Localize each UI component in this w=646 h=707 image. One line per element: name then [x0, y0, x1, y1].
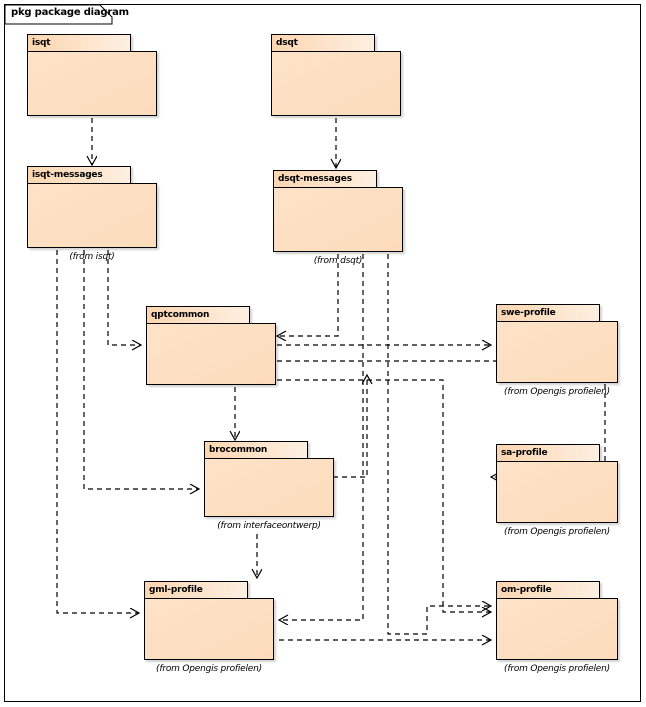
package-tab-gml-profile: gml-profile [144, 581, 248, 599]
diagram-frame [4, 4, 641, 702]
package-node-sa-profile[interactable]: sa-profile [496, 444, 618, 524]
package-body-isqt [27, 51, 157, 116]
package-tab-dsqt: dsqt [271, 34, 375, 52]
package-from-label-brocommon: (from interfaceontwerp) [217, 521, 321, 531]
package-tab-om-profile: om-profile [496, 581, 600, 599]
package-tab-swe-profile: swe-profile [496, 304, 600, 322]
package-name-isqt: isqt [32, 38, 51, 48]
package-from-label-isqt-messages: (from isqt) [69, 252, 115, 262]
package-node-gml-profile[interactable]: gml-profile [144, 581, 274, 661]
package-node-swe-profile[interactable]: swe-profile [496, 304, 618, 384]
package-body-sa-profile [496, 461, 618, 523]
package-node-dsqt[interactable]: dsqt [271, 34, 401, 117]
package-body-om-profile [496, 598, 618, 660]
package-tab-dsqt-messages: dsqt-messages [273, 170, 377, 188]
package-from-label-dsqt-messages: (from dsqt) [313, 256, 363, 266]
package-from-label-gml-profile: (from Opengis profielen) [156, 664, 262, 674]
package-node-qptcommon[interactable]: qptcommon [146, 306, 276, 386]
package-tab-brocommon: brocommon [204, 441, 308, 459]
package-node-brocommon[interactable]: brocommon [204, 441, 334, 518]
package-body-brocommon [204, 458, 334, 517]
package-name-brocommon: brocommon [209, 445, 268, 455]
package-node-dsqt-messages[interactable]: dsqt-messages [273, 170, 403, 253]
package-tab-sa-profile: sa-profile [496, 444, 600, 462]
package-body-swe-profile [496, 321, 618, 383]
package-name-gml-profile: gml-profile [149, 585, 203, 595]
package-node-isqt-messages[interactable]: isqt-messages [27, 166, 157, 249]
package-body-isqt-messages [27, 183, 157, 248]
package-from-label-swe-profile: (from Opengis profielen) [504, 387, 610, 397]
package-node-isqt[interactable]: isqt [27, 34, 157, 117]
package-body-qptcommon [146, 323, 276, 385]
package-name-sa-profile: sa-profile [501, 448, 548, 458]
package-name-qptcommon: qptcommon [151, 310, 210, 320]
package-tab-isqt-messages: isqt-messages [27, 166, 131, 184]
package-tab-qptcommon: qptcommon [146, 306, 250, 324]
package-body-dsqt [271, 51, 401, 116]
package-body-gml-profile [144, 598, 274, 660]
package-name-dsqt: dsqt [276, 38, 298, 48]
package-node-om-profile[interactable]: om-profile [496, 581, 618, 661]
package-name-om-profile: om-profile [501, 585, 552, 595]
package-from-label-sa-profile: (from Opengis profielen) [504, 527, 610, 537]
package-body-dsqt-messages [273, 187, 403, 252]
package-from-label-om-profile: (from Opengis profielen) [504, 664, 610, 674]
package-name-isqt-messages: isqt-messages [32, 170, 103, 180]
package-tab-isqt: isqt [27, 34, 131, 52]
package-name-swe-profile: swe-profile [501, 308, 556, 318]
frame-title-label: pkg package diagram [11, 7, 129, 18]
package-name-dsqt-messages: dsqt-messages [278, 174, 352, 184]
